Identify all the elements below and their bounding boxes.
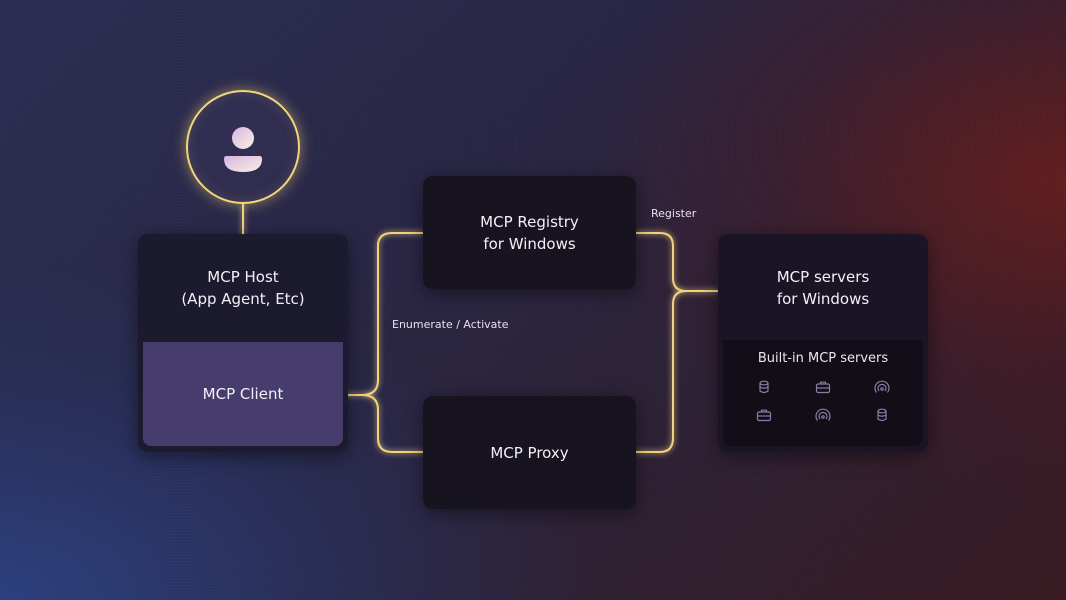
register-label: Register [651, 207, 697, 220]
mcp-host-card[interactable]: MCP Host (App Agent, Etc) MCP Client [138, 234, 348, 452]
wire-proxy-out [636, 290, 687, 453]
registry-title: MCP Registry [480, 212, 579, 231]
mcp-client-panel[interactable]: MCP Client [143, 342, 343, 446]
builtin-servers-panel: Built-in MCP servers [723, 340, 923, 446]
database-icon [735, 380, 794, 394]
servers-title: MCP servers [776, 268, 870, 286]
servers-subtitle: for Windows [776, 290, 870, 308]
user-avatar[interactable] [186, 90, 300, 204]
mcp-registry-card[interactable]: MCP Registry for Windows [423, 176, 636, 289]
briefcase-icon [735, 408, 794, 422]
registry-subtitle: for Windows [483, 234, 576, 253]
builtin-server-icons [735, 380, 911, 422]
host-subtitle: (App Agent, Etc) [181, 290, 305, 308]
broadcast-icon [794, 408, 853, 422]
database-icon [852, 408, 911, 422]
wire-registry-out [636, 232, 687, 292]
broadcast-icon [852, 380, 911, 394]
host-title: MCP Host [207, 268, 279, 286]
builtin-servers-title: Built-in MCP servers [757, 351, 889, 366]
proxy-title: MCP Proxy [490, 443, 569, 462]
wire-to-proxy [361, 394, 423, 453]
client-label: MCP Client [202, 385, 284, 403]
mcp-proxy-card[interactable]: MCP Proxy [423, 396, 636, 509]
briefcase-icon [794, 380, 853, 394]
mcp-servers-card[interactable]: MCP servers for Windows Built-in MCP ser… [718, 234, 928, 452]
wire-to-registry [377, 232, 423, 380]
wire-client-split [344, 379, 379, 396]
enumerate-activate-label: Enumerate / Activate [392, 318, 509, 331]
person-icon [224, 127, 262, 172]
